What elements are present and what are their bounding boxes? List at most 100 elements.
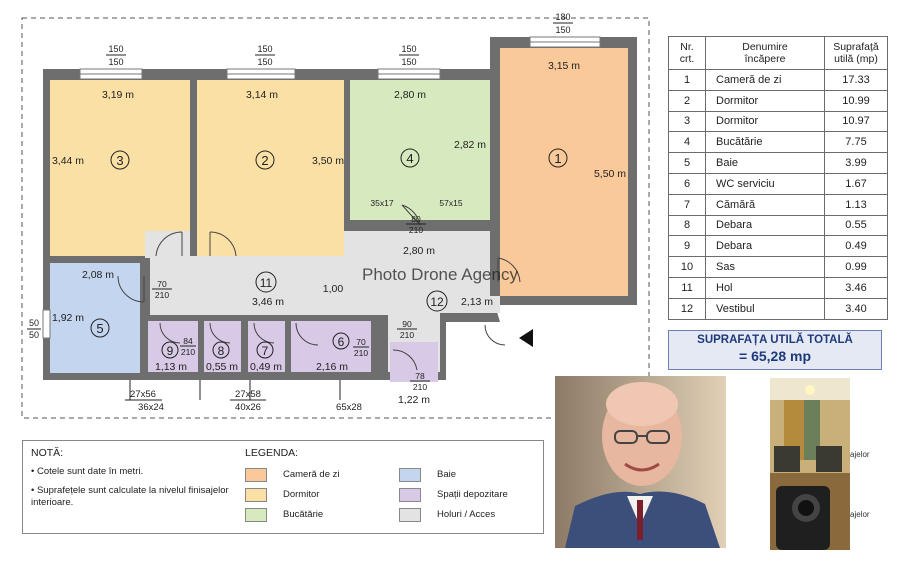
- room-3: [50, 80, 190, 256]
- window-label-2-bottom: 150: [257, 57, 272, 67]
- cell-area: 1.13: [824, 193, 888, 216]
- room-number-8: 8: [218, 344, 225, 358]
- legend-label: Cameră de zi: [283, 469, 340, 480]
- legend-title: LEGENDA:: [245, 447, 299, 459]
- room-number-11: 11: [260, 276, 273, 290]
- plan-outline: [21, 17, 650, 419]
- window-label-3-bottom: 150: [108, 57, 123, 67]
- cell-nr: 8: [668, 214, 706, 237]
- cell-area: 10.99: [824, 89, 888, 112]
- total-area-value: = 65,28 mp: [739, 348, 811, 364]
- room-table-header: Nr. crt. Denumire încăpere Suprafață uti…: [668, 36, 888, 70]
- bottom-label-b-top: 27x58: [235, 389, 261, 400]
- dim-vestibul-h: 2,13 m: [461, 296, 493, 308]
- window-label-1-bottom: 150: [555, 25, 570, 35]
- bottom-label-a-bottom: 36x24: [138, 402, 164, 413]
- floor-plan: Photo Drone Agency 3,19 m 3,44 m 3,14 m …: [21, 12, 650, 419]
- legend-swatch: [245, 488, 267, 502]
- watermark: Photo Drone Agency: [362, 265, 518, 284]
- cell-name: Cămără: [705, 193, 825, 216]
- dim-room2-h: 3,50 m: [312, 155, 344, 167]
- window-label-4-top: 150: [401, 44, 416, 54]
- interior-illustration: [770, 378, 850, 550]
- cell-area: 7.75: [824, 131, 888, 154]
- dimension-labels: 3,19 m 3,44 m 3,14 m 3,50 m 2,80 m 2,82 …: [52, 60, 626, 406]
- cell-name: Sas: [705, 256, 825, 278]
- entrance-arrow-icon: [519, 329, 533, 347]
- cell-nr: 3: [668, 110, 706, 133]
- dim-room5-w: 2,08 m: [82, 269, 114, 281]
- door-label-12-h: 210: [400, 330, 414, 340]
- window-label-3-top: 150: [108, 44, 123, 54]
- window-label-2-top: 150: [257, 44, 272, 54]
- portrait-photo: [555, 376, 726, 548]
- door-label-9-w: 84: [183, 336, 193, 346]
- room-2: [197, 80, 344, 256]
- cell-area: 0.49: [824, 235, 888, 258]
- cell-area: 1.67: [824, 172, 888, 195]
- header-name: Denumire încăpere: [705, 36, 825, 70]
- door-label-5-w: 70: [157, 279, 167, 289]
- area-room9: 1,13 m: [155, 361, 187, 373]
- room-number-3: 3: [116, 153, 123, 168]
- door-label-9-h: 210: [181, 347, 195, 357]
- cell-area: 0.55: [824, 214, 888, 237]
- cell-area: 3.46: [824, 276, 888, 299]
- room-number-5: 5: [96, 321, 103, 336]
- windows: [42, 36, 601, 339]
- room-8: [204, 321, 241, 372]
- window-labels: 150 150 150 150 150 150 180 150 50 50: [27, 12, 573, 340]
- window-label-5-bottom: 50: [29, 330, 39, 340]
- room-7: [248, 321, 285, 372]
- note-1: • Cotele sunt date în metri.: [31, 466, 144, 477]
- bottom-label-c: 65x28: [336, 402, 362, 413]
- cell-nr: 4: [668, 131, 706, 154]
- area-room8: 0,55 m: [206, 361, 238, 373]
- cell-name: Debara: [705, 214, 825, 237]
- window-label-4-bottom: 150: [401, 57, 416, 67]
- cell-area: 0.99: [824, 256, 888, 278]
- notes-legend-panel: NOTĂ: • Cotele sunt date în metri. • Sup…: [22, 440, 544, 534]
- bottom-label-b-bottom: 40x26: [235, 402, 261, 413]
- cell-area: 3.99: [824, 152, 888, 174]
- notes-title: NOTĂ:: [31, 447, 64, 459]
- door-label-6-w: 70: [356, 337, 366, 347]
- cell-name: WC serviciu: [705, 172, 825, 195]
- dim-room3-h: 3,44 m: [52, 155, 84, 167]
- note-2: • Suprafețele sunt calculate la nivelul …: [31, 485, 229, 508]
- cell-name: Cameră de zi: [705, 69, 825, 91]
- opening-labels: 35x17 57x15 80 210 70 210 84 210 70 210 …: [152, 198, 463, 392]
- note-1-text: Cotele sunt date în metri.: [36, 466, 144, 477]
- cell-area: 10.97: [824, 110, 888, 133]
- dim-room4-h: 2,82 m: [454, 139, 486, 151]
- dim-room1-h: 5,50 m: [594, 168, 626, 180]
- header-area: Suprafață utilă (mp): [824, 36, 888, 70]
- dim-hall-h: 1,00: [323, 283, 344, 295]
- room-number-9: 9: [167, 344, 174, 358]
- room-number-2: 2: [261, 153, 268, 168]
- cell-nr: 10: [668, 256, 706, 278]
- cell-name: Dormitor: [705, 89, 825, 112]
- cell-nr: 7: [668, 193, 706, 216]
- cell-nr: 11: [668, 276, 706, 299]
- cell-name: Debara: [705, 235, 825, 258]
- bottom-labels: 27x56 36x24 27x58 40x26 65x28: [125, 380, 362, 413]
- area-sas: 1,22 m: [398, 394, 430, 406]
- area-room7: 0,49 m: [250, 361, 282, 373]
- niche-label-a: 35x17: [370, 198, 393, 208]
- legend-label: Baie: [437, 469, 457, 480]
- bottom-label-a-top: 27x56: [130, 389, 156, 400]
- legend-swatch: [399, 508, 421, 522]
- cell-nr: 6: [668, 172, 706, 195]
- legend-label: Dormitor: [283, 489, 320, 500]
